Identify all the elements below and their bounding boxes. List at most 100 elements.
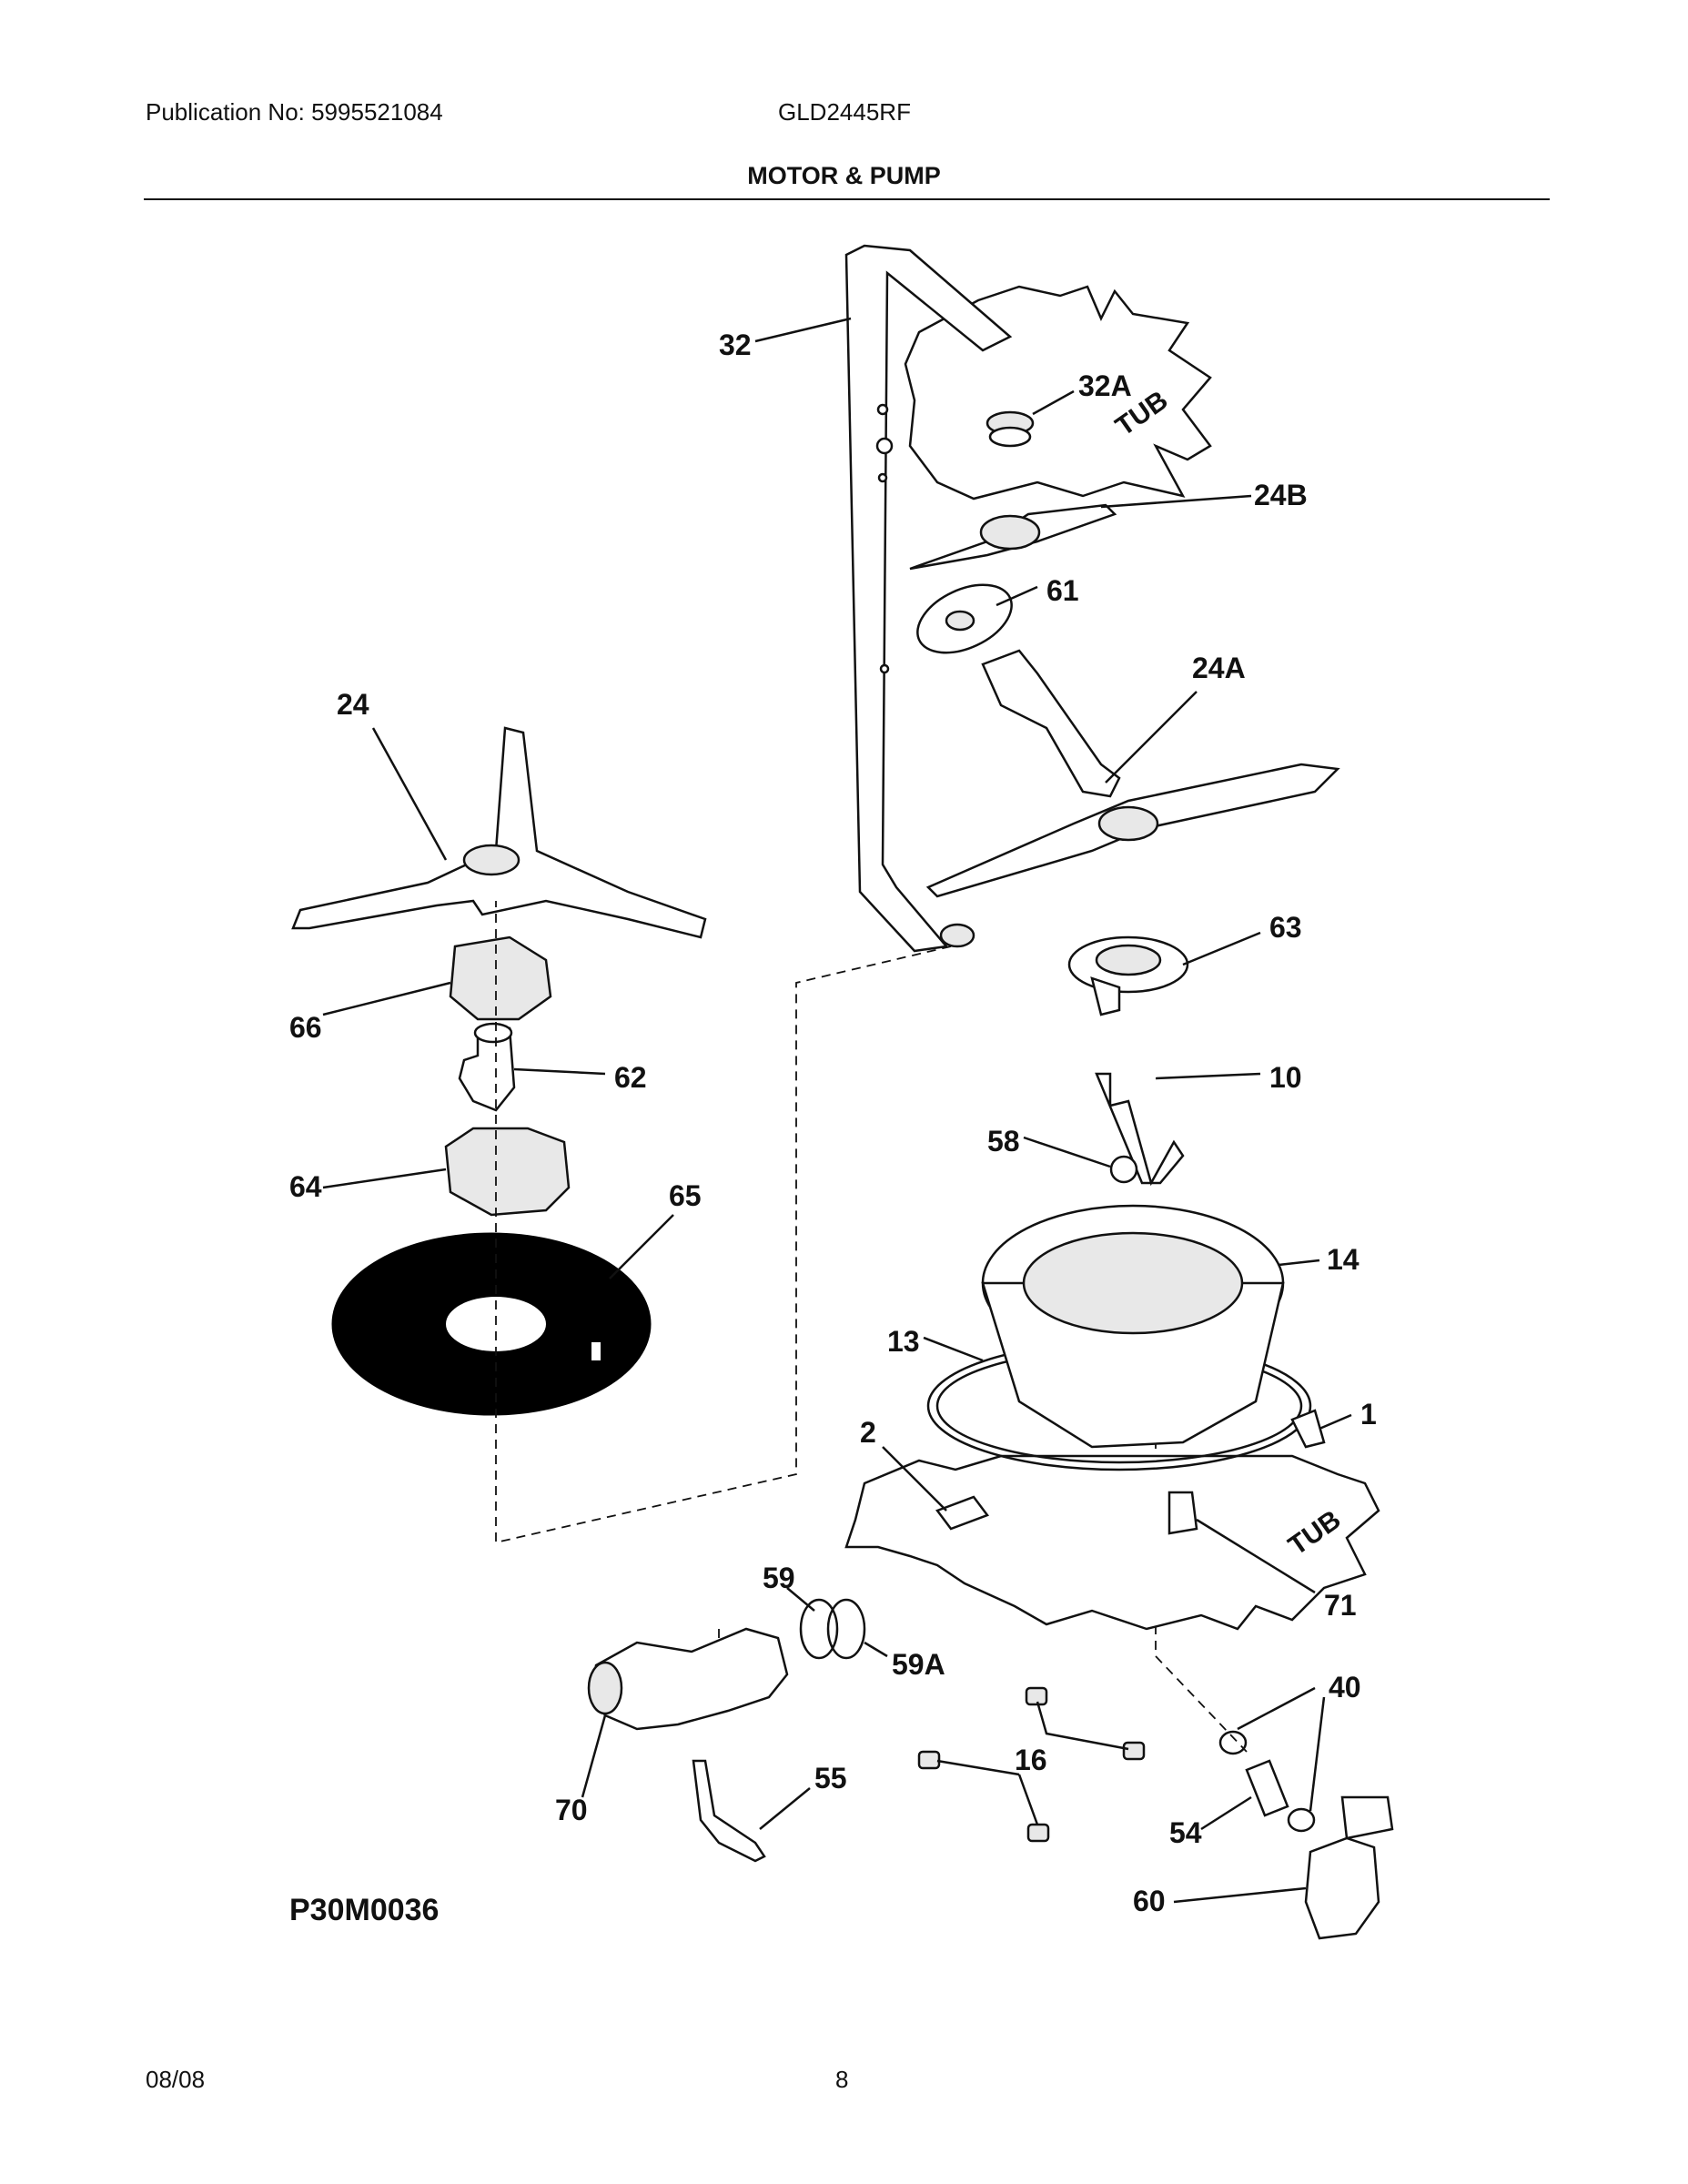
callout-24a: 24A (1192, 652, 1246, 684)
leader-64 (322, 1168, 447, 1189)
upper-spray-tube (844, 244, 1013, 953)
hose-54 (1245, 1759, 1289, 1817)
leader-66 (322, 981, 451, 1016)
callout-32: 32 (719, 329, 752, 361)
callout-24: 24 (337, 688, 369, 721)
leader-32a (1032, 389, 1075, 416)
callout-60: 60 (1133, 1885, 1166, 1917)
callout-54: 54 (1169, 1816, 1202, 1849)
leader-2 (882, 1446, 947, 1512)
callout-66: 66 (289, 1011, 322, 1044)
callout-62: 62 (614, 1061, 647, 1094)
tube-end-cap (939, 923, 975, 948)
callout-32a: 32A (1078, 369, 1132, 402)
callout-64: 64 (289, 1170, 322, 1203)
leader-24a (1105, 691, 1198, 784)
upper-arm-hub (979, 514, 1041, 551)
clamp-40b (1287, 1807, 1316, 1833)
drain-pump-60-outlet (1340, 1795, 1394, 1840)
disc-61-hole (945, 610, 975, 632)
bracket-55 (692, 1759, 766, 1863)
bottom-arm-hub (462, 844, 521, 876)
tube-hole-4 (879, 663, 890, 674)
part-64 (444, 1127, 571, 1217)
leader-1 (1319, 1413, 1352, 1431)
leader-24b (1100, 494, 1252, 509)
section-title: MOTOR & PUMP (747, 162, 941, 189)
callout-1: 1 (1360, 1398, 1377, 1431)
callout-24b: 24B (1254, 479, 1308, 511)
leader-62 (513, 1067, 606, 1076)
leader-59 (786, 1587, 815, 1612)
oring-59 (799, 1598, 839, 1660)
leader-58 (1023, 1136, 1111, 1168)
part-66 (449, 935, 552, 1021)
publication-number: Publication No: 5995521084 (146, 98, 443, 126)
callout-70: 70 (555, 1794, 588, 1826)
lower-arm-manifold (981, 649, 1121, 798)
sump-14-body (981, 1281, 1285, 1449)
bearing-32a-lower (988, 426, 1032, 448)
tub-fragment-lower (844, 1454, 1380, 1631)
leader-60 (1173, 1886, 1307, 1904)
leader-71 (1196, 1518, 1316, 1594)
tube-hole-3 (877, 472, 888, 483)
leader-14 (1278, 1259, 1320, 1267)
drain-pump-60 (1304, 1836, 1380, 1940)
clamp-40a (1218, 1730, 1248, 1755)
oring-59a (826, 1598, 866, 1660)
callout-63: 63 (1269, 911, 1302, 944)
grommet-16d (1026, 1823, 1050, 1843)
part-71 (1167, 1491, 1198, 1535)
callout-55: 55 (814, 1762, 847, 1795)
callout-61: 61 (1046, 574, 1079, 607)
leader-55 (759, 1787, 811, 1830)
leader-32 (754, 317, 852, 343)
grommet-16a (1025, 1686, 1048, 1706)
callout-59a: 59A (892, 1648, 945, 1681)
lower-arm-hub (1097, 805, 1159, 842)
model-number: GLD2445RF (778, 98, 911, 126)
motor-70-end (587, 1661, 623, 1715)
leader-63 (1182, 931, 1261, 966)
part-62 (458, 1026, 516, 1112)
callout-65: 65 (669, 1179, 702, 1212)
part-62-top (473, 1022, 513, 1044)
callout-14: 14 (1327, 1243, 1359, 1276)
leader-16c (1017, 1774, 1039, 1825)
part-10 (1095, 1072, 1185, 1187)
grommet-16b (1122, 1741, 1146, 1761)
leader-40b (1309, 1696, 1326, 1812)
part-63-tab (1090, 976, 1121, 1016)
callout-16: 16 (1015, 1744, 1047, 1776)
callout-13: 13 (887, 1325, 920, 1358)
leader-70 (581, 1714, 607, 1798)
page-number: 8 (835, 2066, 849, 2093)
figure-code: P30M0036 (289, 1893, 440, 1927)
part-63-center (1095, 944, 1162, 976)
header-rule (144, 198, 1550, 200)
leader-13 (923, 1336, 984, 1362)
tube-hole-2 (875, 437, 894, 455)
part-1 (1290, 1409, 1326, 1449)
leader-16b (936, 1759, 1020, 1776)
tube-hole-1 (876, 403, 889, 416)
callout-40: 40 (1329, 1671, 1361, 1704)
gasket-65-screw (591, 1342, 601, 1360)
callout-71: 71 (1324, 1589, 1357, 1622)
leader-65 (609, 1214, 674, 1279)
guide-line-1 (495, 901, 952, 1544)
leader-61 (996, 585, 1038, 607)
grommet-16c (917, 1750, 941, 1770)
leader-10 (1155, 1072, 1261, 1080)
footer-date: 08/08 (146, 2066, 206, 2093)
ball-58 (1109, 1155, 1138, 1184)
callout-59: 59 (763, 1562, 795, 1594)
callout-10: 10 (1269, 1061, 1302, 1094)
leader-59a (864, 1641, 888, 1658)
part-2 (935, 1495, 990, 1531)
sump-14-inner (1022, 1231, 1244, 1335)
leader-24 (371, 727, 448, 861)
leader-40a (1237, 1686, 1316, 1731)
